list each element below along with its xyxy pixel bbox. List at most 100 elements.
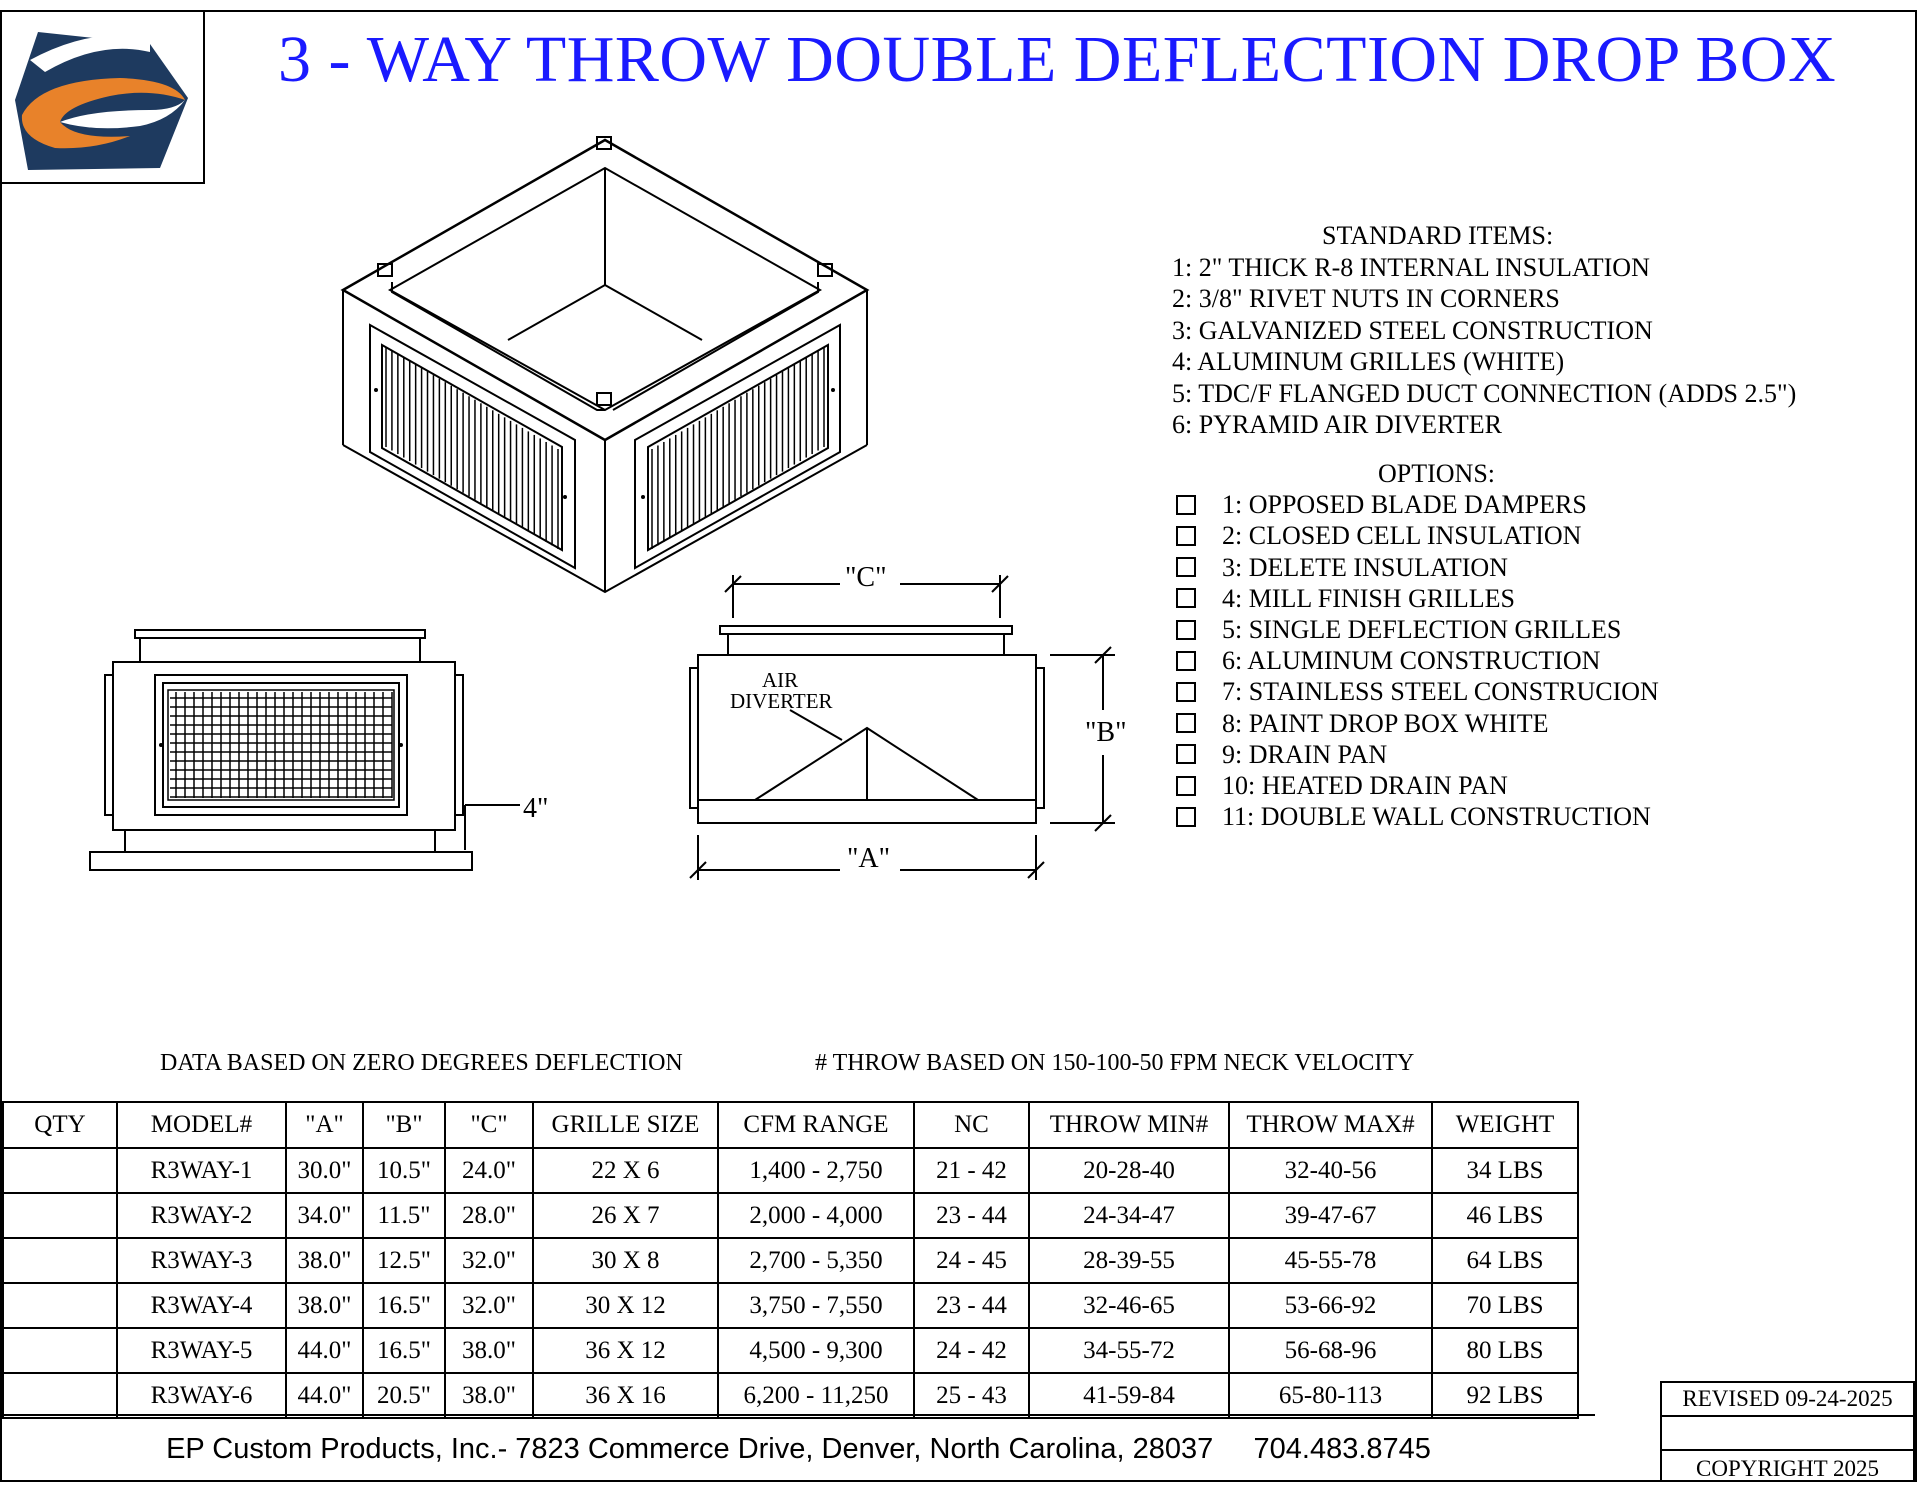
option-label: 1: OPPOSED BLADE DAMPERS [1222, 490, 1587, 520]
table-cell: 1,400 - 2,750 [717, 1147, 915, 1194]
company-footer: EP Custom Products, Inc.- 7823 Commerce … [2, 1414, 1595, 1480]
table-cell: 38.0" [285, 1237, 364, 1284]
option-row[interactable]: 7: STAINLESS STEEL CONSTRUCION [1172, 676, 1659, 707]
option-row[interactable]: 8: PAINT DROP BOX WHITE [1172, 708, 1659, 739]
option-label: 9: DRAIN PAN [1222, 739, 1388, 769]
table-header-cell: "B" [362, 1101, 446, 1149]
option-checkbox[interactable] [1176, 557, 1196, 578]
table-cell: 34 LBS [1431, 1147, 1579, 1194]
table-cell: 24-34-47 [1028, 1192, 1230, 1239]
qty-cell[interactable] [2, 1192, 118, 1239]
table-cell: 65-80-113 [1228, 1372, 1433, 1419]
table-cell: 22 X 6 [532, 1147, 719, 1194]
table-cell: 28.0" [444, 1192, 534, 1239]
revised-date: REVISED 09-24-2025 [1662, 1383, 1913, 1417]
option-row[interactable]: 3: DELETE INSULATION [1172, 552, 1659, 583]
standard-item: 5: TDC/F FLANGED DUCT CONNECTION (ADDS 2… [1172, 378, 1797, 408]
table-cell: 4,500 - 9,300 [717, 1327, 915, 1374]
table-cell: 56-68-96 [1228, 1327, 1433, 1374]
table-header-cell: GRILLE SIZE [532, 1101, 719, 1149]
qty-cell[interactable] [2, 1147, 118, 1194]
table-cell: R3WAY-1 [116, 1147, 287, 1194]
option-row[interactable]: 11: DOUBLE WALL CONSTRUCTION [1172, 801, 1659, 832]
table-header-cell: THROW MAX# [1228, 1101, 1433, 1149]
table-header-cell: NC [913, 1101, 1030, 1149]
table-cell: 32.0" [444, 1282, 534, 1329]
option-checkbox[interactable] [1176, 494, 1196, 515]
standard-item: 3: GALVANIZED STEEL CONSTRUCTION [1172, 315, 1653, 345]
table-cell: R3WAY-6 [116, 1372, 287, 1419]
table-cell: 30 X 8 [532, 1237, 719, 1284]
table-cell: 30 X 12 [532, 1282, 719, 1329]
table-cell: 24 - 45 [913, 1237, 1030, 1284]
revision-block: REVISED 09-24-2025 COPYRIGHT 2025 [1660, 1381, 1915, 1482]
table-cell: 12.5" [362, 1237, 446, 1284]
table-cell: 23 - 44 [913, 1192, 1030, 1239]
dim-b-label: "B" [1085, 717, 1127, 748]
drawing-frame [0, 10, 1917, 1482]
table-cell: 20.5" [362, 1372, 446, 1419]
qty-cell[interactable] [2, 1327, 118, 1374]
table-cell: 30.0" [285, 1147, 364, 1194]
table-cell: 46 LBS [1431, 1192, 1579, 1239]
table-cell: 92 LBS [1431, 1372, 1579, 1419]
option-row[interactable]: 5: SINGLE DEFLECTION GRILLES [1172, 614, 1659, 645]
qty-cell[interactable] [2, 1372, 118, 1419]
table-cell: 3,750 - 7,550 [717, 1282, 915, 1329]
note-throw: # THROW BASED ON 150-100-50 FPM NECK VEL… [815, 1050, 1415, 1076]
table-cell: 23 - 44 [913, 1282, 1030, 1329]
standard-item: 6: PYRAMID AIR DIVERTER [1172, 410, 1502, 439]
copyright: COPYRIGHT 2025 [1696, 1456, 1879, 1481]
option-checkbox[interactable] [1176, 526, 1196, 546]
option-checkbox[interactable] [1176, 682, 1196, 703]
logo-box [0, 10, 205, 184]
diverter-label: DIVERTER [730, 689, 833, 713]
table-cell: 38.0" [444, 1327, 534, 1374]
option-checkbox[interactable] [1176, 744, 1196, 765]
table-cell: 44.0" [285, 1372, 364, 1419]
table-cell: 2,000 - 4,000 [717, 1192, 915, 1239]
table-cell: R3WAY-4 [116, 1282, 287, 1329]
table-cell: 6,200 - 11,250 [717, 1372, 915, 1419]
table-cell: 41-59-84 [1028, 1372, 1230, 1419]
option-checkbox[interactable] [1176, 588, 1196, 609]
qty-cell[interactable] [2, 1237, 118, 1284]
table-cell: 32-40-56 [1228, 1147, 1433, 1194]
table-cell: 53-66-92 [1228, 1282, 1433, 1329]
options-list: OPTIONS: 1: OPPOSED BLADE DAMPERS 2: CLO… [1172, 458, 1659, 832]
table-cell: 70 LBS [1431, 1282, 1579, 1329]
table-cell: R3WAY-2 [116, 1192, 287, 1239]
option-row[interactable]: 1: OPPOSED BLADE DAMPERS [1172, 489, 1659, 520]
option-label: 8: PAINT DROP BOX WHITE [1222, 708, 1549, 738]
qty-cell[interactable] [2, 1282, 118, 1329]
option-checkbox[interactable] [1176, 775, 1196, 796]
side-view [689, 575, 1115, 880]
revision-blank [1662, 1417, 1913, 1451]
option-checkbox[interactable] [1176, 806, 1196, 827]
option-row[interactable]: 9: DRAIN PAN [1172, 739, 1659, 770]
option-checkbox[interactable] [1176, 713, 1196, 734]
dim-c-label: "C" [845, 562, 887, 593]
table-cell: 28-39-55 [1028, 1237, 1230, 1284]
option-row[interactable]: 10: HEATED DRAIN PAN [1172, 770, 1659, 801]
option-row[interactable]: 2: CLOSED CELL INSULATION [1172, 520, 1659, 551]
table-cell: 32.0" [444, 1237, 534, 1284]
isometric-view [340, 136, 870, 594]
table-cell: 38.0" [444, 1372, 534, 1419]
option-row[interactable]: 6: ALUMINUM CONSTRUCTION [1172, 645, 1659, 676]
table-header-cell: THROW MIN# [1028, 1101, 1230, 1149]
table-cell: 38.0" [285, 1282, 364, 1329]
table-cell: 20-28-40 [1028, 1147, 1230, 1194]
option-label: 10: HEATED DRAIN PAN [1222, 771, 1508, 801]
option-checkbox[interactable] [1176, 619, 1196, 640]
table-cell: 36 X 16 [532, 1372, 719, 1419]
option-checkbox[interactable] [1176, 650, 1196, 671]
table-cell: 39-47-67 [1228, 1192, 1433, 1239]
option-label: 5: SINGLE DEFLECTION GRILLES [1222, 615, 1622, 645]
table-cell: 2,700 - 5,350 [717, 1237, 915, 1284]
option-row[interactable]: 4: MILL FINISH GRILLES [1172, 583, 1659, 614]
